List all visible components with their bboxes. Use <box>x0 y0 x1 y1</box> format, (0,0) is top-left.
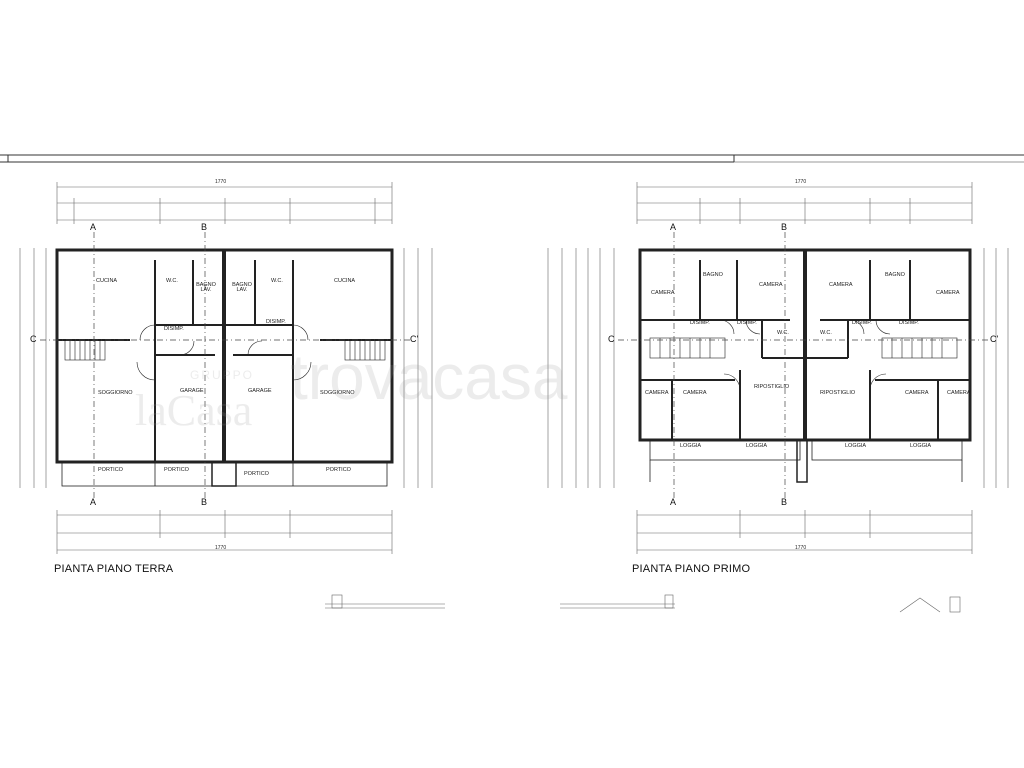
section-mark-b-bottom-first: B <box>781 497 788 507</box>
plan-title-ground: PIANTA PIANO TERRA <box>54 563 174 575</box>
room-label: CAMERA <box>947 390 971 396</box>
room-label: CAMERA <box>645 390 669 396</box>
room-label: CAMERA <box>651 290 675 296</box>
dimension-total-first-bottom: 1770 <box>795 545 807 551</box>
dimension-lines-top <box>56 182 393 224</box>
room-label: CAMERA <box>829 282 853 288</box>
room-label: GARAGE <box>248 388 272 394</box>
room-label: PORTICO <box>244 471 269 477</box>
ground-floor-plan <box>19 182 433 554</box>
dimension-total-first: 1770 <box>795 179 807 185</box>
dimension-total-ground: 1770 <box>215 179 227 185</box>
room-label: CAMERA <box>936 290 960 296</box>
door-swings <box>719 319 891 391</box>
door-swings <box>136 324 312 381</box>
section-lines <box>618 232 990 500</box>
porch <box>61 461 388 487</box>
dimension-lines-top <box>636 182 973 224</box>
room-label: PORTICO <box>326 467 351 473</box>
room-label: LOGGIA <box>910 443 932 449</box>
stairs-left <box>649 337 726 359</box>
elevation-fragments <box>325 594 961 613</box>
room-label: SOGGIORNO <box>98 390 133 396</box>
room-label: W.C. <box>271 278 283 284</box>
section-mark-b-bottom: B <box>201 497 208 507</box>
room-label: CAMERA <box>683 390 707 396</box>
stairs-right <box>344 339 386 361</box>
plan-title-first: PIANTA PIANO PRIMO <box>632 563 751 575</box>
section-mark-a-bottom-first: A <box>670 497 677 507</box>
section-mark-c-left: C <box>30 334 37 344</box>
dimension-total-ground-bottom: 1770 <box>215 545 227 551</box>
room-label: LOGGIA <box>680 443 702 449</box>
dimension-lines-sides <box>19 248 433 488</box>
section-lines <box>40 232 410 500</box>
stairs-left <box>64 339 106 361</box>
room-label: DISIMP. <box>266 319 286 325</box>
section-mark-a-top-first: A <box>670 222 677 232</box>
room-label: DISIMP. <box>737 320 757 326</box>
room-label: BAGNO <box>703 272 723 278</box>
dimension-lines-bottom <box>56 510 393 554</box>
room-label: CAMERA <box>905 390 929 396</box>
room-label: CUCINA <box>334 278 356 284</box>
room-label: DISIMP. <box>164 326 184 332</box>
section-mark-c-left-first: C <box>608 334 615 344</box>
room-label: DISIMP. <box>852 320 872 326</box>
room-label: BAGNO LAV. <box>196 282 216 293</box>
first-floor-plan <box>547 182 1009 554</box>
room-label: LOGGIA <box>845 443 867 449</box>
room-label: BAGNO LAV. <box>232 282 252 293</box>
room-label: DISIMP. <box>690 320 710 326</box>
room-label: CAMERA <box>759 282 783 288</box>
room-label: W.C. <box>820 330 832 336</box>
room-label: SOGGIORNO <box>320 390 355 396</box>
room-label: BAGNO <box>885 272 905 278</box>
dimension-lines-sides <box>547 248 1009 488</box>
room-label: W.C. <box>166 278 178 284</box>
room-label: RIPOSTIGLIO <box>820 390 856 396</box>
interior-walls <box>640 250 970 440</box>
sheet-border <box>0 154 1024 163</box>
section-mark-b-top-first: B <box>781 222 788 232</box>
stairs-right <box>881 337 958 359</box>
section-mark-c-right-first: C' <box>990 334 999 344</box>
dimension-lines-bottom <box>636 510 973 554</box>
loggias <box>649 439 963 483</box>
room-label: LOGGIA <box>746 443 768 449</box>
room-label: PORTICO <box>98 467 123 473</box>
room-label: W.C. <box>777 330 789 336</box>
room-label: GARAGE <box>180 388 204 394</box>
room-label: DISIMP. <box>899 320 919 326</box>
room-label: RIPOSTIGLIO <box>754 384 790 390</box>
room-label: CUCINA <box>96 278 118 284</box>
room-label: PORTICO <box>164 467 189 473</box>
section-mark-a-bottom: A <box>90 497 97 507</box>
section-mark-a-top: A <box>90 222 97 232</box>
section-mark-b-top: B <box>201 222 208 232</box>
section-mark-c-right: C' <box>410 334 419 344</box>
